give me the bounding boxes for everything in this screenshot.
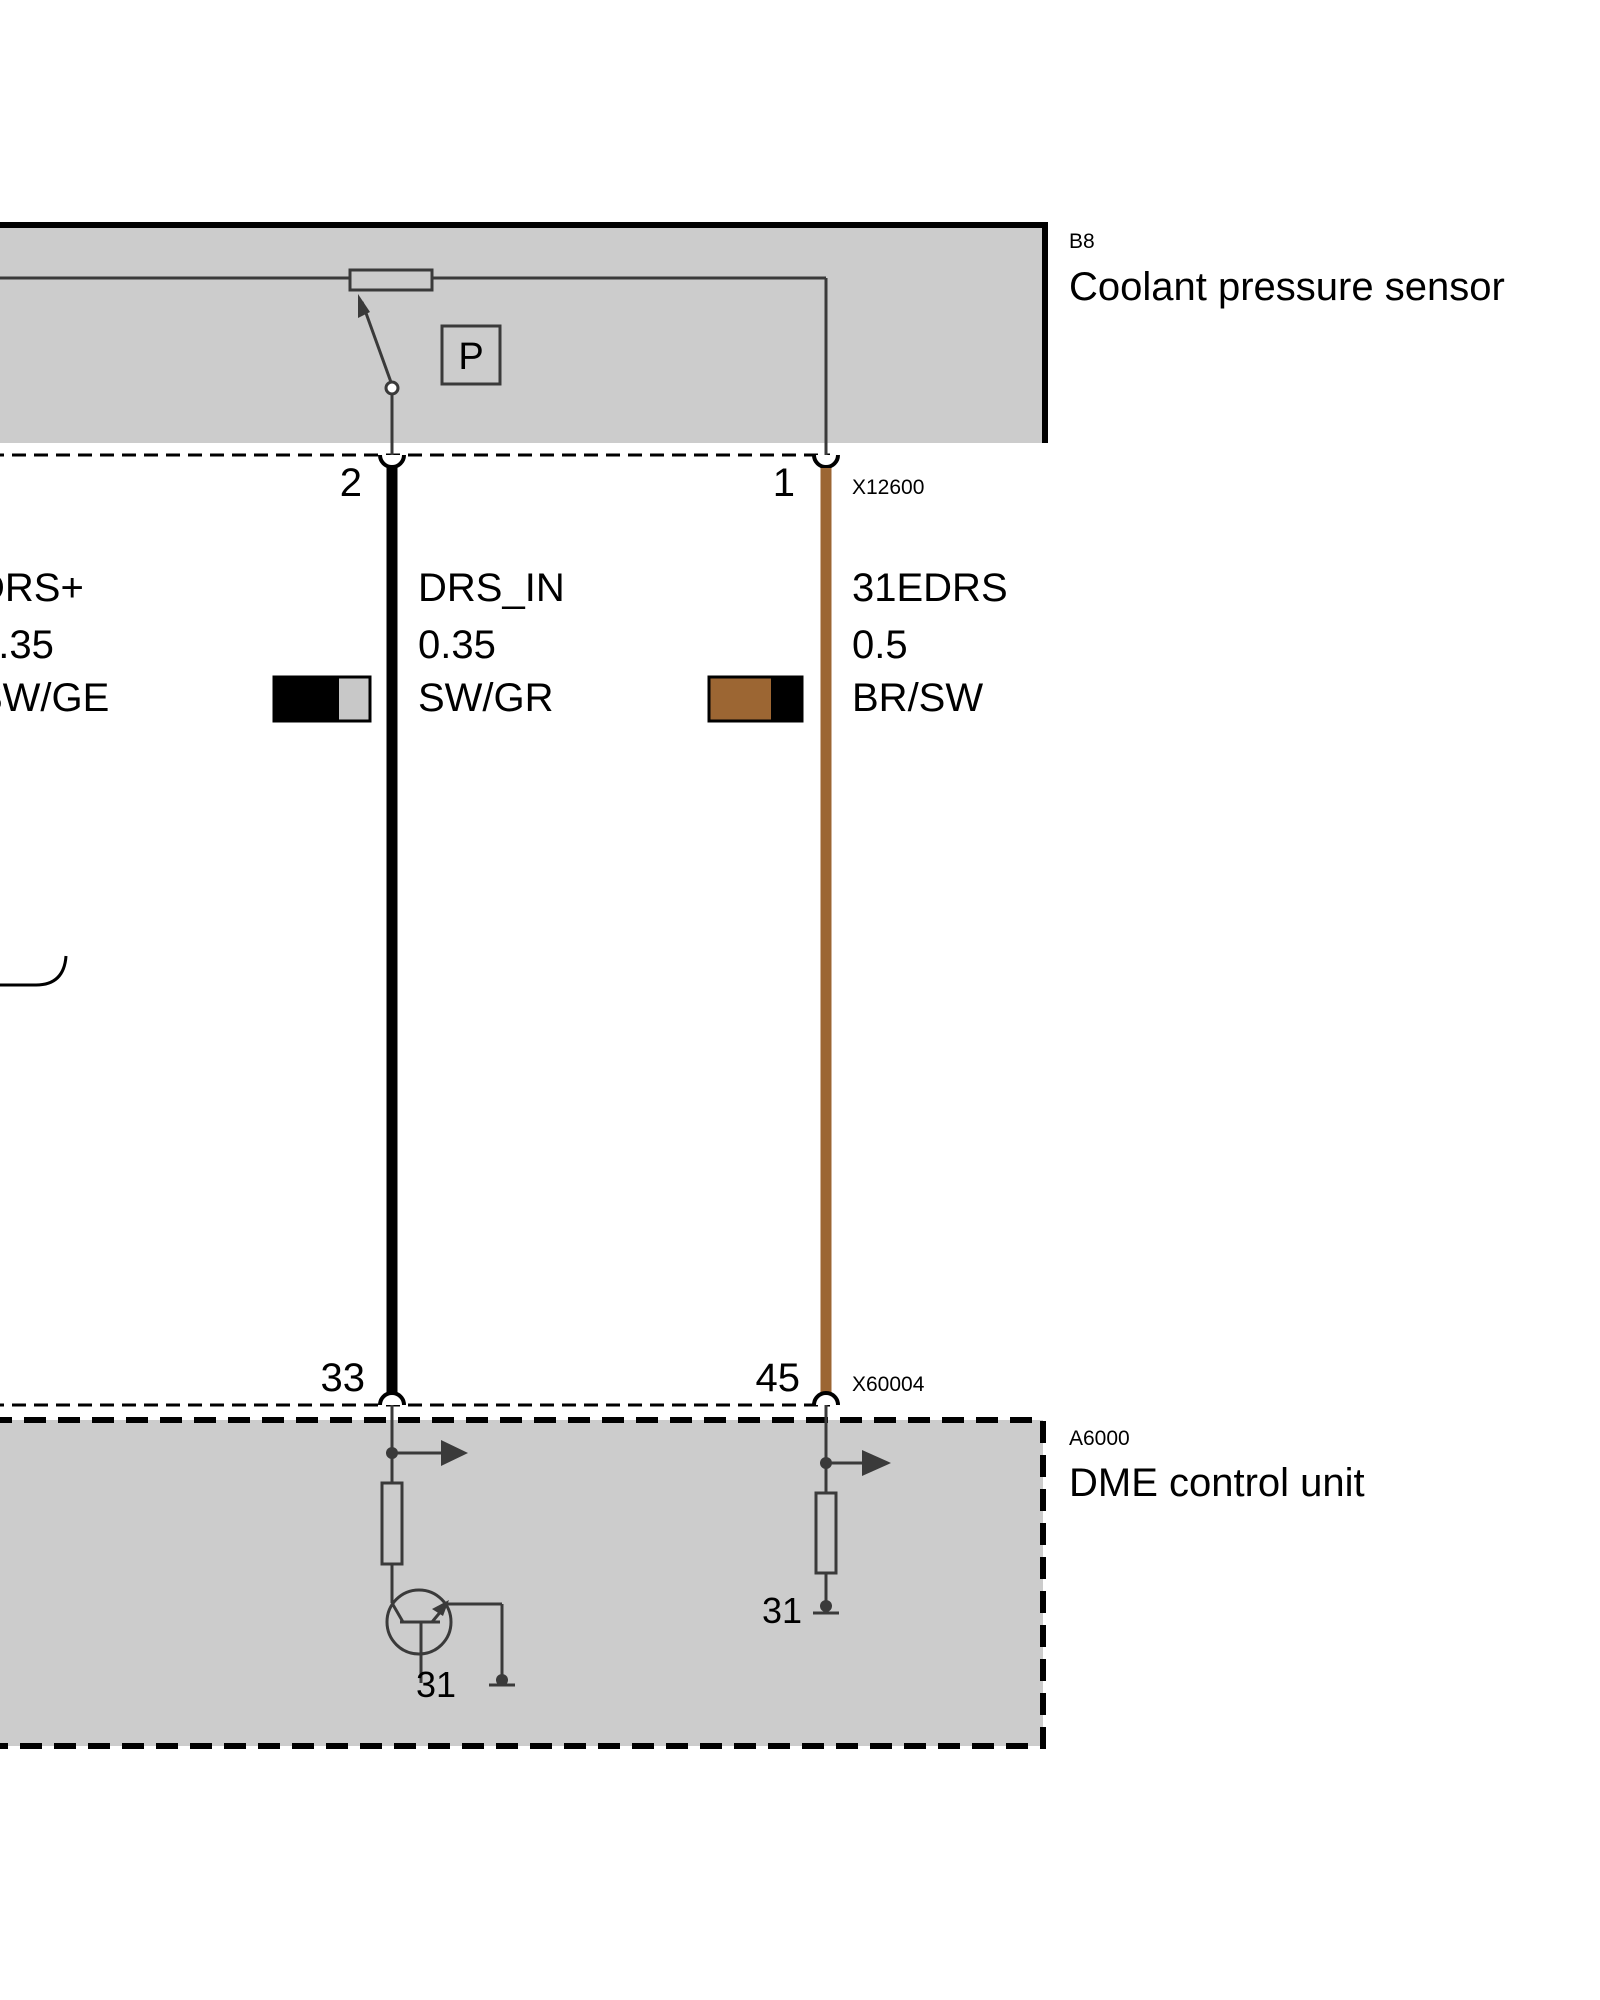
pressure-symbol-label: P <box>458 336 483 378</box>
wire-gauge-drs-plus: 0.35 <box>0 623 54 667</box>
sensor-name: Coolant pressure sensor <box>1069 265 1505 309</box>
wire-color-31edrs: BR/SW <box>852 676 983 720</box>
sensor-potentiometer <box>0 268 828 455</box>
junction-left <box>386 1447 398 1459</box>
pin-1: 1 <box>773 461 795 505</box>
pressure-symbol: P <box>440 324 502 386</box>
coolant-pressure-sensor[interactable]: P <box>0 222 1048 457</box>
sensor-body <box>0 225 1045 443</box>
junction-right <box>820 1457 832 1469</box>
dme-body <box>0 1420 1043 1746</box>
wire-color-drs-plus: SW/GE <box>0 676 109 720</box>
ground-dot-right <box>820 1600 832 1612</box>
color-swatch-sw-ge <box>272 675 372 723</box>
dme-border <box>0 1417 1046 1749</box>
ground-dot-left <box>496 1674 508 1686</box>
wire-label-drs-plus: DRS+ <box>0 566 84 610</box>
connector-x60004: X60004 <box>852 1373 925 1396</box>
wire-bend-left <box>0 955 68 987</box>
ground-label-right: 31 <box>762 1590 802 1631</box>
control-unit-name: DME control unit <box>1069 1461 1365 1505</box>
sensor-id: B8 <box>1069 230 1095 253</box>
sensor-connector <box>378 454 840 469</box>
pin-45: 45 <box>756 1356 801 1400</box>
connector-x12600: X12600 <box>852 476 924 499</box>
emitter-arrowhead <box>432 1600 449 1616</box>
control-unit-id: A6000 <box>1069 1427 1130 1450</box>
signal-arrow-left <box>441 1440 468 1466</box>
wire-label-31edrs: 31EDRS <box>852 566 1008 610</box>
signal-arrow-right <box>862 1450 891 1476</box>
wire-label-drs-in: DRS_IN <box>418 566 565 610</box>
pin-2: 2 <box>340 461 362 505</box>
wire-color-drs-in: SW/GR <box>418 676 554 720</box>
color-swatch-br-sw <box>707 675 804 723</box>
pin-33: 33 <box>321 1356 366 1400</box>
dme-input-circuit-left <box>380 1405 515 1687</box>
control-connector <box>378 1391 840 1406</box>
wire-gauge-drs-in: 0.35 <box>418 623 496 667</box>
sensor-border <box>0 222 1048 443</box>
wiper-arrowhead <box>358 294 370 318</box>
wire-gauge-31edrs: 0.5 <box>852 623 908 667</box>
ground-label-left: 31 <box>416 1664 456 1705</box>
dme-control-unit[interactable]: 31 31 <box>0 1403 1046 1749</box>
